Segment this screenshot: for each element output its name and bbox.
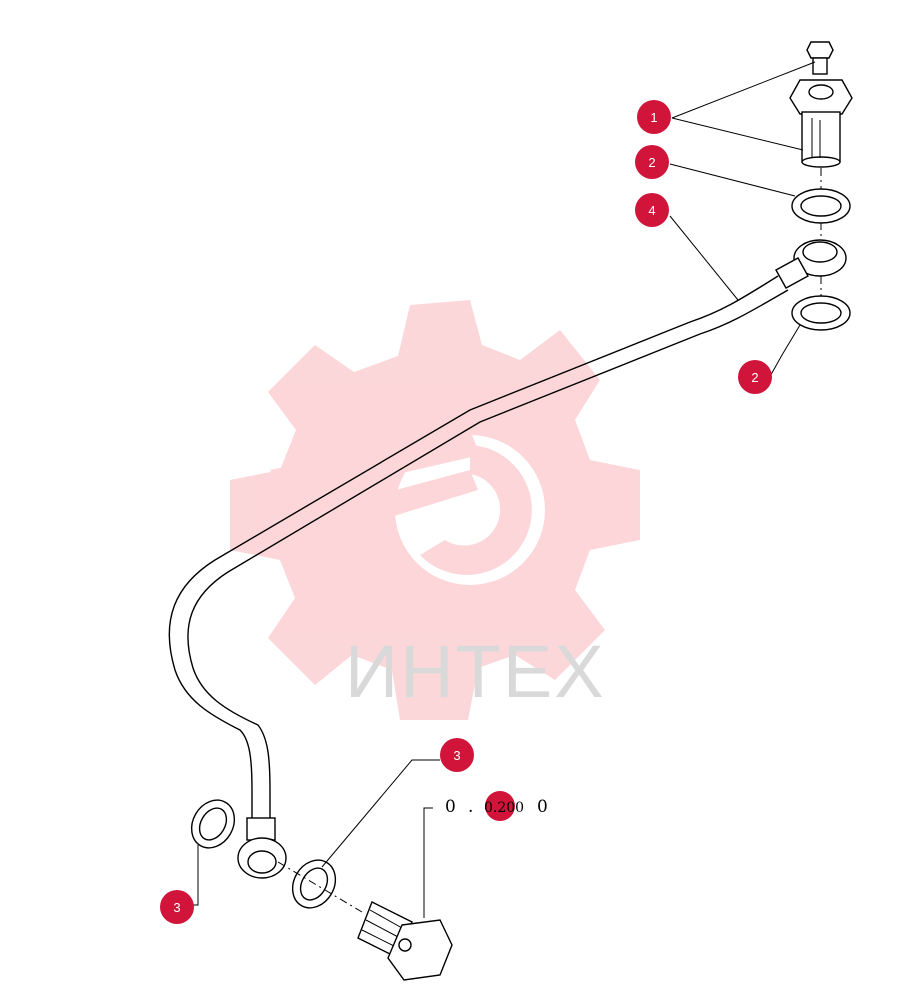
pipe-banjo-eye-bottom [237, 837, 287, 879]
callout-3b: 3 [160, 890, 194, 924]
callout-3b-label: 3 [173, 900, 180, 915]
fuel-pipe [168, 275, 789, 841]
washer-top [791, 188, 851, 224]
reference-badge: 0.200 [484, 800, 524, 816]
callout-3a: 3 [440, 738, 474, 772]
banjo-bolt-assembly [789, 41, 853, 168]
pipe-banjo-eye-top [775, 239, 847, 289]
callout-3a-label: 3 [453, 748, 460, 763]
reference-left: 0 [445, 797, 456, 817]
watermark-logo [230, 300, 640, 720]
callout-1-label: 1 [650, 110, 657, 125]
callout-2b: 2 [738, 360, 772, 394]
banjo-bolt-lower [357, 901, 453, 981]
callout-1: 1 [637, 100, 671, 134]
reference-right: 0 [537, 797, 548, 817]
reference-label: 0 . 0.200 0 [445, 791, 548, 821]
washer-bottom [791, 295, 851, 331]
callout-4-label: 4 [648, 203, 655, 218]
callout-2b-label: 2 [751, 370, 758, 385]
callout-2a: 2 [635, 145, 669, 179]
callout-4: 4 [635, 193, 669, 227]
callout-2a-label: 2 [648, 155, 655, 170]
reference-dot: . [468, 797, 473, 817]
washer-left [190, 799, 236, 849]
watermark-text: ИНТЕХ [345, 630, 606, 713]
